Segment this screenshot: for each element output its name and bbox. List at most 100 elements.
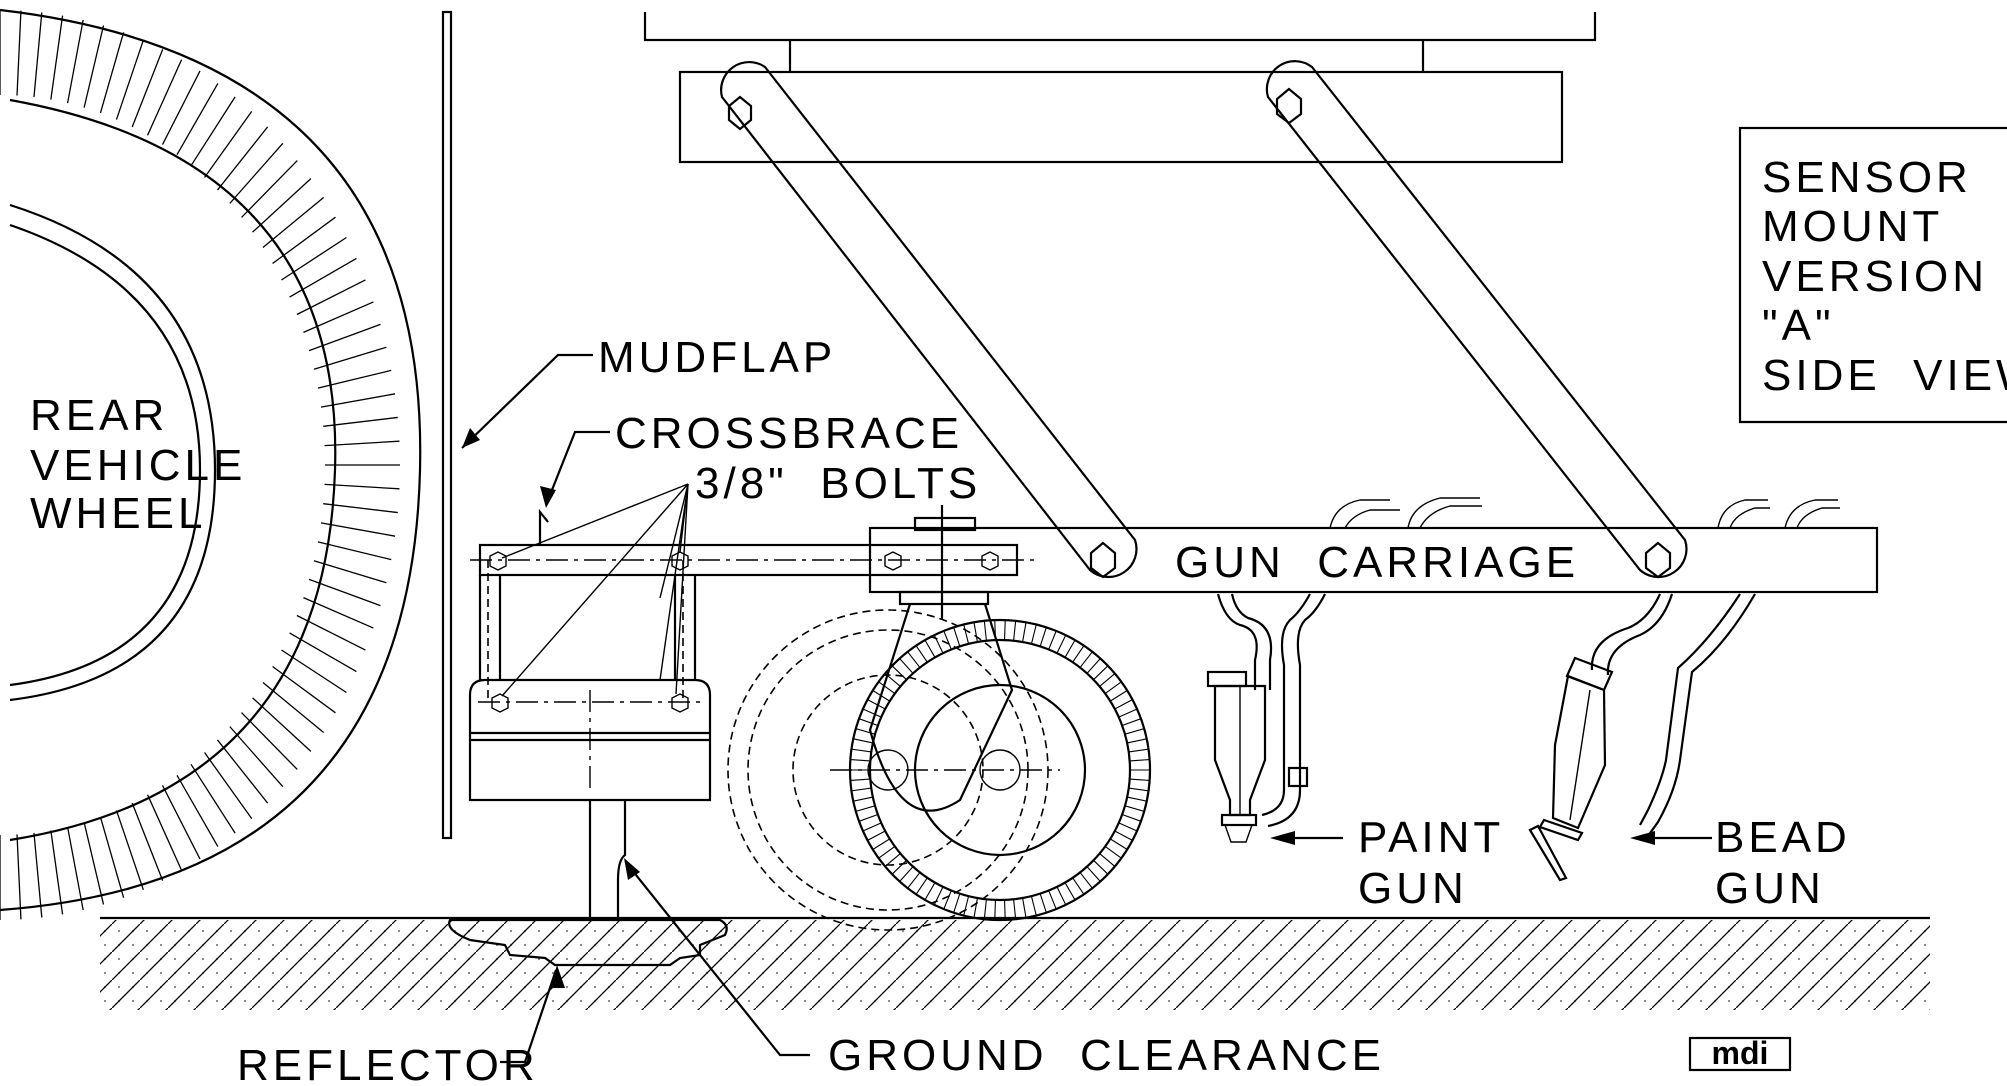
caster-tread-tick (858, 718, 879, 727)
tread-tick (303, 597, 374, 629)
caster-tread-tick (1056, 634, 1067, 654)
tread-tick (115, 810, 144, 890)
tread-tick (204, 111, 253, 178)
mdi-logo: mdi (1688, 1035, 1792, 1072)
tread-tick (161, 785, 201, 860)
caster-tread-tick (973, 897, 978, 918)
tread-tick (252, 178, 312, 233)
tire-tread (0, 10, 400, 920)
tread-tick (289, 632, 357, 673)
label-vehicle: VEHICLE (30, 441, 246, 490)
title-line-2: MOUNT (1762, 202, 1943, 251)
tread-tick (296, 614, 366, 651)
tread-tick (241, 160, 298, 218)
leader-lines (461, 353, 1712, 1064)
arrowhead-paint-gun (1270, 831, 1295, 845)
caster-tread-tick (850, 778, 871, 782)
caster-tread-tick (915, 645, 928, 663)
caster-tread-tick (853, 738, 873, 744)
caster-tread-tick (1072, 645, 1085, 663)
caster-tread-tick (867, 699, 886, 710)
caster-tread-tick (915, 877, 928, 895)
caster-tread-tick (907, 651, 921, 668)
logo-text: mdi (1712, 1035, 1769, 1071)
tread-tick (66, 826, 84, 911)
tread-tick (146, 794, 183, 871)
caster-tread-tick (1128, 787, 1149, 792)
caster-tread-tick (851, 748, 872, 753)
rear-vehicle-wheel (0, 8, 422, 920)
tread-tick (323, 503, 398, 514)
tread-tick (308, 578, 381, 607)
caster-tread-tick (943, 890, 952, 910)
caster-tread-tick (933, 634, 944, 654)
bolt-crossbrace-3 (884, 551, 902, 571)
caster-tread-tick (1124, 728, 1145, 735)
tread-tick (66, 19, 84, 104)
swing-arm-left (720, 60, 1138, 579)
crossbrace-assembly (448, 508, 1040, 967)
caster-tread-tick (1118, 708, 1138, 718)
label-ground-clearance: GROUND CLEARANCE (828, 1031, 1385, 1080)
caster-tread-tick (1127, 796, 1147, 802)
title-line-5: SIDE VIEW (1762, 351, 2007, 400)
caster-tread-tick (1093, 859, 1109, 875)
caster-tread-tick (867, 830, 886, 841)
caster-tread-tick (850, 758, 871, 762)
caster-tread-tick (872, 838, 891, 850)
caster-tread-tick (1064, 639, 1076, 658)
caster-tread-tick (963, 624, 970, 644)
caster-tread-tick (1030, 624, 1037, 644)
tread-tick (50, 15, 64, 100)
caster-tread-tick (1048, 890, 1057, 910)
title-box: SENSOR MOUNT VERSION "A" SIDE VIEW (1738, 126, 2007, 424)
tread-tick (16, 834, 22, 920)
caster-tread-tick (1013, 620, 1017, 641)
tread-tick (317, 369, 392, 389)
caster-tread-tick (1064, 882, 1076, 901)
caster-tread-tick (899, 658, 914, 674)
caster-tread-tick (943, 630, 952, 650)
caster-tread-tick (953, 627, 961, 647)
mudflap (441, 10, 453, 840)
tread-tick (176, 774, 219, 847)
label-crossbrace: CROSSBRACE (615, 409, 963, 458)
caster-tread-tick (862, 822, 882, 832)
tread-tick (272, 665, 336, 714)
label-rear: REAR (30, 391, 168, 440)
caster-tread-tick (1128, 748, 1149, 753)
tread-tick (320, 522, 396, 537)
tread-tick (262, 681, 325, 733)
caster-tread-tick (1118, 822, 1138, 832)
hose-hooks (1329, 497, 1840, 529)
caster-tread-tick (1093, 665, 1109, 681)
caster-tread-tick (1022, 622, 1027, 643)
caster-tread-tick (1086, 866, 1101, 882)
caster-tread-tick (1099, 673, 1116, 687)
caster-tread-tick (1013, 899, 1017, 920)
paint-gun (1206, 593, 1326, 843)
tread-tick (216, 126, 269, 191)
swing-arm-right (1265, 60, 1688, 579)
caster-tread-tick (1114, 830, 1133, 841)
caster-tread-tick (1056, 886, 1067, 906)
label-mudflap: MUDFLAP (598, 333, 836, 382)
caster-tread-tick (1079, 872, 1093, 889)
tread-tick (252, 697, 312, 752)
caster-tread-tick (884, 853, 901, 867)
tread-tick (229, 726, 284, 788)
label-gun-carriage: GUN CARRIAGE (1175, 538, 1579, 587)
label-paint-gun: GUN (1358, 864, 1468, 913)
tread-tick (241, 712, 298, 770)
label-wheel: WHEEL (30, 489, 206, 538)
tread-tick (320, 393, 396, 408)
tread-tick (272, 216, 336, 265)
tread-tick (216, 739, 269, 804)
caster-tread-tick (1022, 897, 1027, 918)
tread-tick (281, 236, 347, 281)
caster-tread-tick (1109, 690, 1128, 702)
caster-tread-tick (858, 813, 879, 822)
title-line-3: VERSION (1762, 252, 1988, 301)
caster-tread-tick (1099, 853, 1116, 867)
tread-tick (131, 49, 164, 128)
